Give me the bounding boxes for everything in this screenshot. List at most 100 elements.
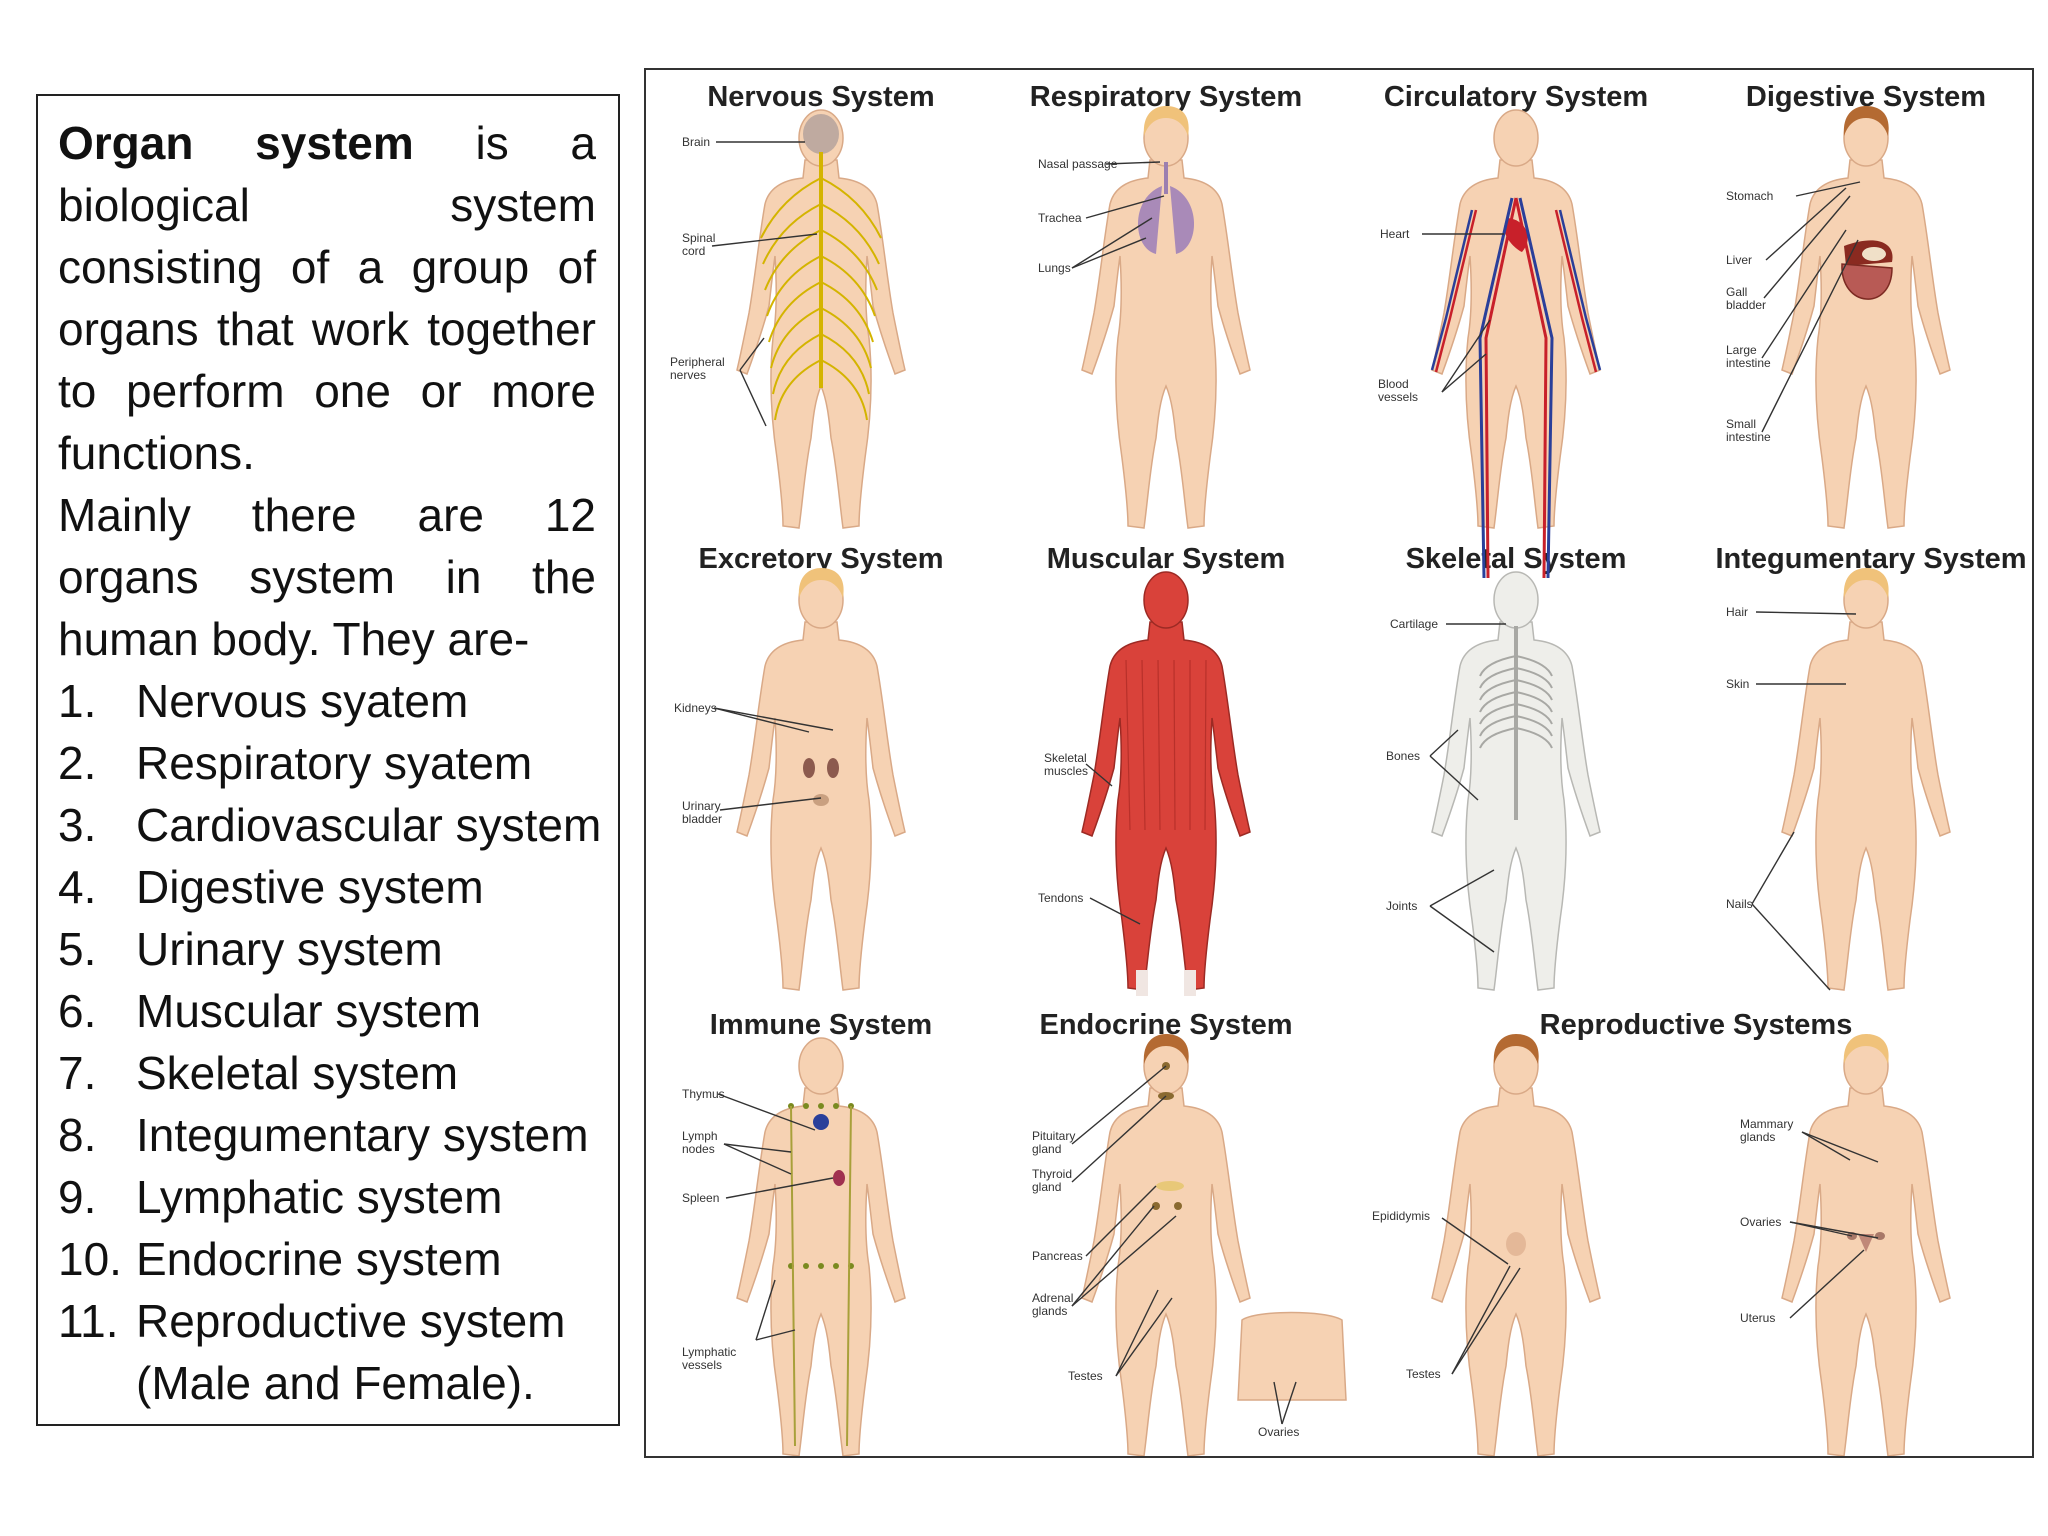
- list-item: 2.Respiratory syatem: [58, 732, 596, 794]
- label-nails: Nails: [1726, 897, 1753, 911]
- leader-line: [1071, 1065, 1167, 1145]
- rib: [1479, 691, 1517, 713]
- leader-line: [1441, 353, 1487, 393]
- peripheral-nerve: [820, 307, 872, 369]
- label-trachea: Trachea: [1038, 211, 1082, 225]
- list-label: Skeletal system: [136, 1047, 459, 1099]
- label-kidneys: Kidneys: [674, 701, 717, 715]
- tendon: [1136, 970, 1148, 996]
- rib: [1479, 679, 1517, 701]
- leader-line: [1451, 1265, 1511, 1375]
- rib: [1479, 727, 1517, 749]
- list-label: Integumentary system: [136, 1109, 589, 1161]
- intestines: [1841, 263, 1893, 300]
- list-number: 2.: [58, 737, 97, 789]
- list-label: Digestive system: [136, 861, 484, 913]
- rib: [1479, 715, 1517, 737]
- head: [1143, 571, 1189, 629]
- body-outline: [1431, 1087, 1601, 1456]
- leader-line: [1089, 897, 1141, 925]
- peripheral-nerve: [820, 177, 882, 239]
- peripheral-nerve: [760, 177, 822, 239]
- adrenal-gland: [1152, 1202, 1160, 1210]
- hair: [1143, 1034, 1189, 1064]
- peripheral-nerve: [762, 203, 822, 265]
- list-item: 7. Skeletal system: [58, 1042, 596, 1104]
- list-number: 3.: [58, 799, 97, 851]
- lymph-node: [833, 1103, 839, 1109]
- list-number: 7.: [58, 1047, 97, 1099]
- label-uterus: Uterus: [1740, 1311, 1775, 1325]
- left-kidney: [803, 758, 815, 778]
- label-lungs: Lungs: [1038, 261, 1071, 275]
- leader-line: [1795, 181, 1861, 197]
- leader-line: [1451, 1267, 1521, 1375]
- stomach: [1862, 247, 1886, 261]
- rib: [1515, 655, 1553, 677]
- leader-line: [723, 1143, 792, 1153]
- lymph-node: [803, 1263, 809, 1269]
- leader-line: [1085, 763, 1113, 787]
- list-label: Urinary system: [136, 923, 443, 975]
- human-figure: [1781, 1034, 1951, 1456]
- leader-line: [1763, 195, 1851, 299]
- label-ovaries: Ovaries: [1258, 1425, 1299, 1439]
- leader-line: [1751, 831, 1795, 905]
- ovary: [1875, 1232, 1885, 1240]
- rib: [1479, 703, 1517, 725]
- leader-line: [1761, 229, 1847, 359]
- list-item: 3. Cardiovascular system: [58, 794, 601, 856]
- label-testes: Testes: [1406, 1367, 1441, 1381]
- list-number: 4.: [58, 861, 97, 913]
- list-item: 11.Reproductive system(Male and Female).: [58, 1290, 596, 1414]
- leader-line: [755, 1279, 776, 1341]
- human-figure: [1431, 109, 1601, 529]
- hair: [1493, 1034, 1539, 1064]
- peripheral-nerve: [820, 203, 880, 265]
- vein: [1558, 209, 1602, 371]
- rib: [1515, 679, 1553, 701]
- leader-line: [725, 1177, 834, 1199]
- label-liver: Liver: [1726, 253, 1752, 267]
- brain: [803, 114, 839, 154]
- list-number: 10.: [58, 1233, 122, 1285]
- leader-line: [1429, 869, 1495, 907]
- label-testes: Testes: [1068, 1369, 1103, 1383]
- uterus: [1858, 1234, 1874, 1252]
- leader-line: [739, 369, 767, 427]
- label-joints: Joints: [1386, 899, 1417, 913]
- leader-line: [1789, 1221, 1879, 1239]
- leader-line: [1429, 905, 1495, 953]
- human-figure: [1781, 568, 1951, 991]
- label-heart: Heart: [1380, 227, 1410, 241]
- leader-line: [719, 797, 822, 811]
- panel-title: Muscular System: [1047, 543, 1286, 575]
- thymus: [813, 1114, 829, 1130]
- muscle-fiber: [1204, 659, 1207, 831]
- artery: [1554, 209, 1598, 373]
- leader-line: [1441, 319, 1491, 393]
- list-sublabel: (Male and Female).: [136, 1357, 535, 1409]
- leader-line: [1429, 729, 1459, 757]
- term-organ-system: Organ system: [58, 117, 414, 169]
- list-label: Reproductive system: [136, 1295, 566, 1347]
- peripheral-nerve: [820, 255, 876, 317]
- leader-line: [1281, 1381, 1297, 1425]
- peripheral-nerve: [774, 359, 822, 421]
- list-label: Cardiovascular system: [136, 799, 602, 851]
- vein: [1478, 197, 1514, 579]
- definition-paragraph: Organ system is a biological system cons…: [58, 112, 596, 484]
- muscle-fiber: [1173, 659, 1176, 831]
- leader-line: [1085, 1185, 1157, 1257]
